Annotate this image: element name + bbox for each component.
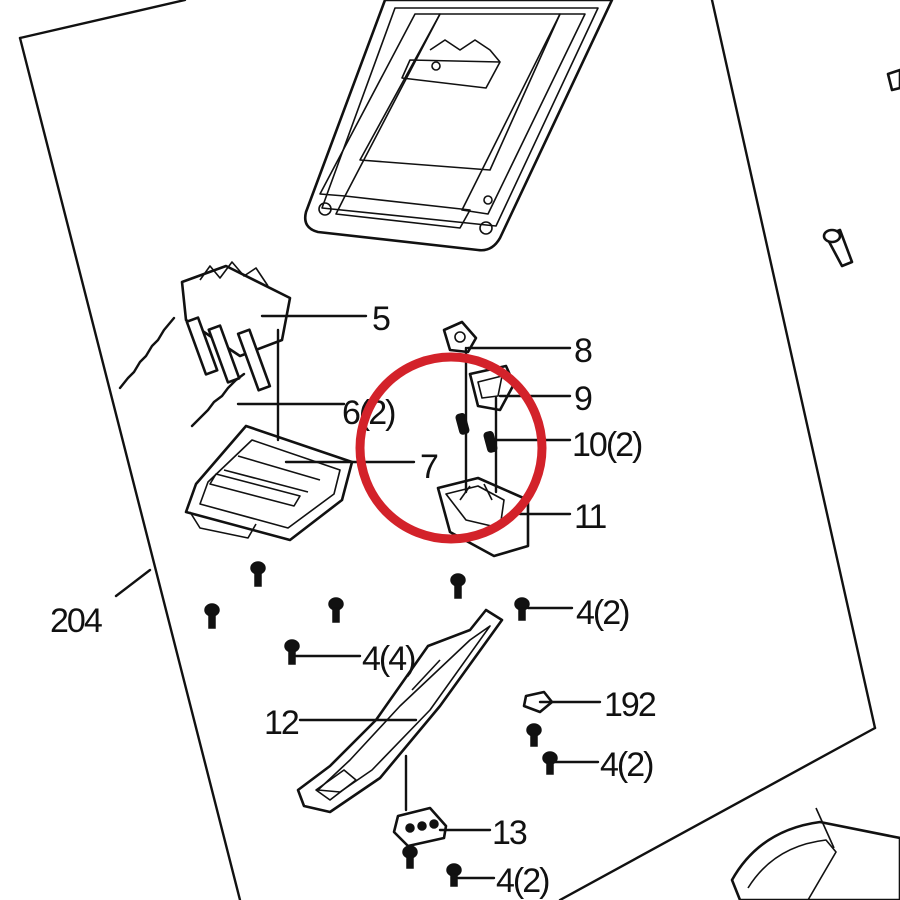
base-panel [18, 0, 877, 900]
label-7: 7 [420, 448, 438, 486]
screw [250, 561, 266, 587]
connector-block-part-5 [118, 261, 292, 392]
highlight-circle [355, 352, 547, 544]
label-4-a: 4(2) [576, 594, 629, 632]
plate-part-7 [184, 424, 354, 542]
screw [514, 597, 530, 621]
label-5: 5 [372, 300, 390, 338]
plate-part-13 [392, 806, 448, 848]
label-4-c: 4(2) [600, 746, 653, 784]
label-204: 204 [50, 602, 102, 640]
bolt-right [822, 228, 854, 268]
spring-part-6 [190, 372, 246, 428]
lever-part-12 [296, 608, 504, 814]
label-192: 192 [604, 686, 656, 724]
label-4-d: 4(2) [496, 862, 549, 900]
screw [450, 573, 466, 599]
bracket-part-8 [442, 320, 478, 354]
screw-top-right [886, 68, 900, 92]
screw [446, 863, 462, 887]
battery-tray [303, 0, 614, 252]
label-11: 11 [574, 498, 606, 536]
screw [402, 845, 418, 869]
bottom-right-part [730, 807, 900, 900]
leader-lines [114, 314, 602, 880]
clip-part-192 [522, 690, 554, 714]
pin-part-10-left [455, 412, 470, 435]
label-10: 10(2) [572, 426, 642, 464]
screws-group [204, 561, 558, 887]
screw [284, 639, 300, 665]
label-4-b: 4(4) [362, 640, 415, 678]
screw [526, 723, 542, 747]
label-9: 9 [574, 380, 592, 418]
label-13: 13 [492, 814, 527, 852]
screw [328, 597, 344, 623]
screw [204, 603, 220, 629]
label-8: 8 [574, 332, 592, 370]
label-12: 12 [264, 704, 299, 742]
